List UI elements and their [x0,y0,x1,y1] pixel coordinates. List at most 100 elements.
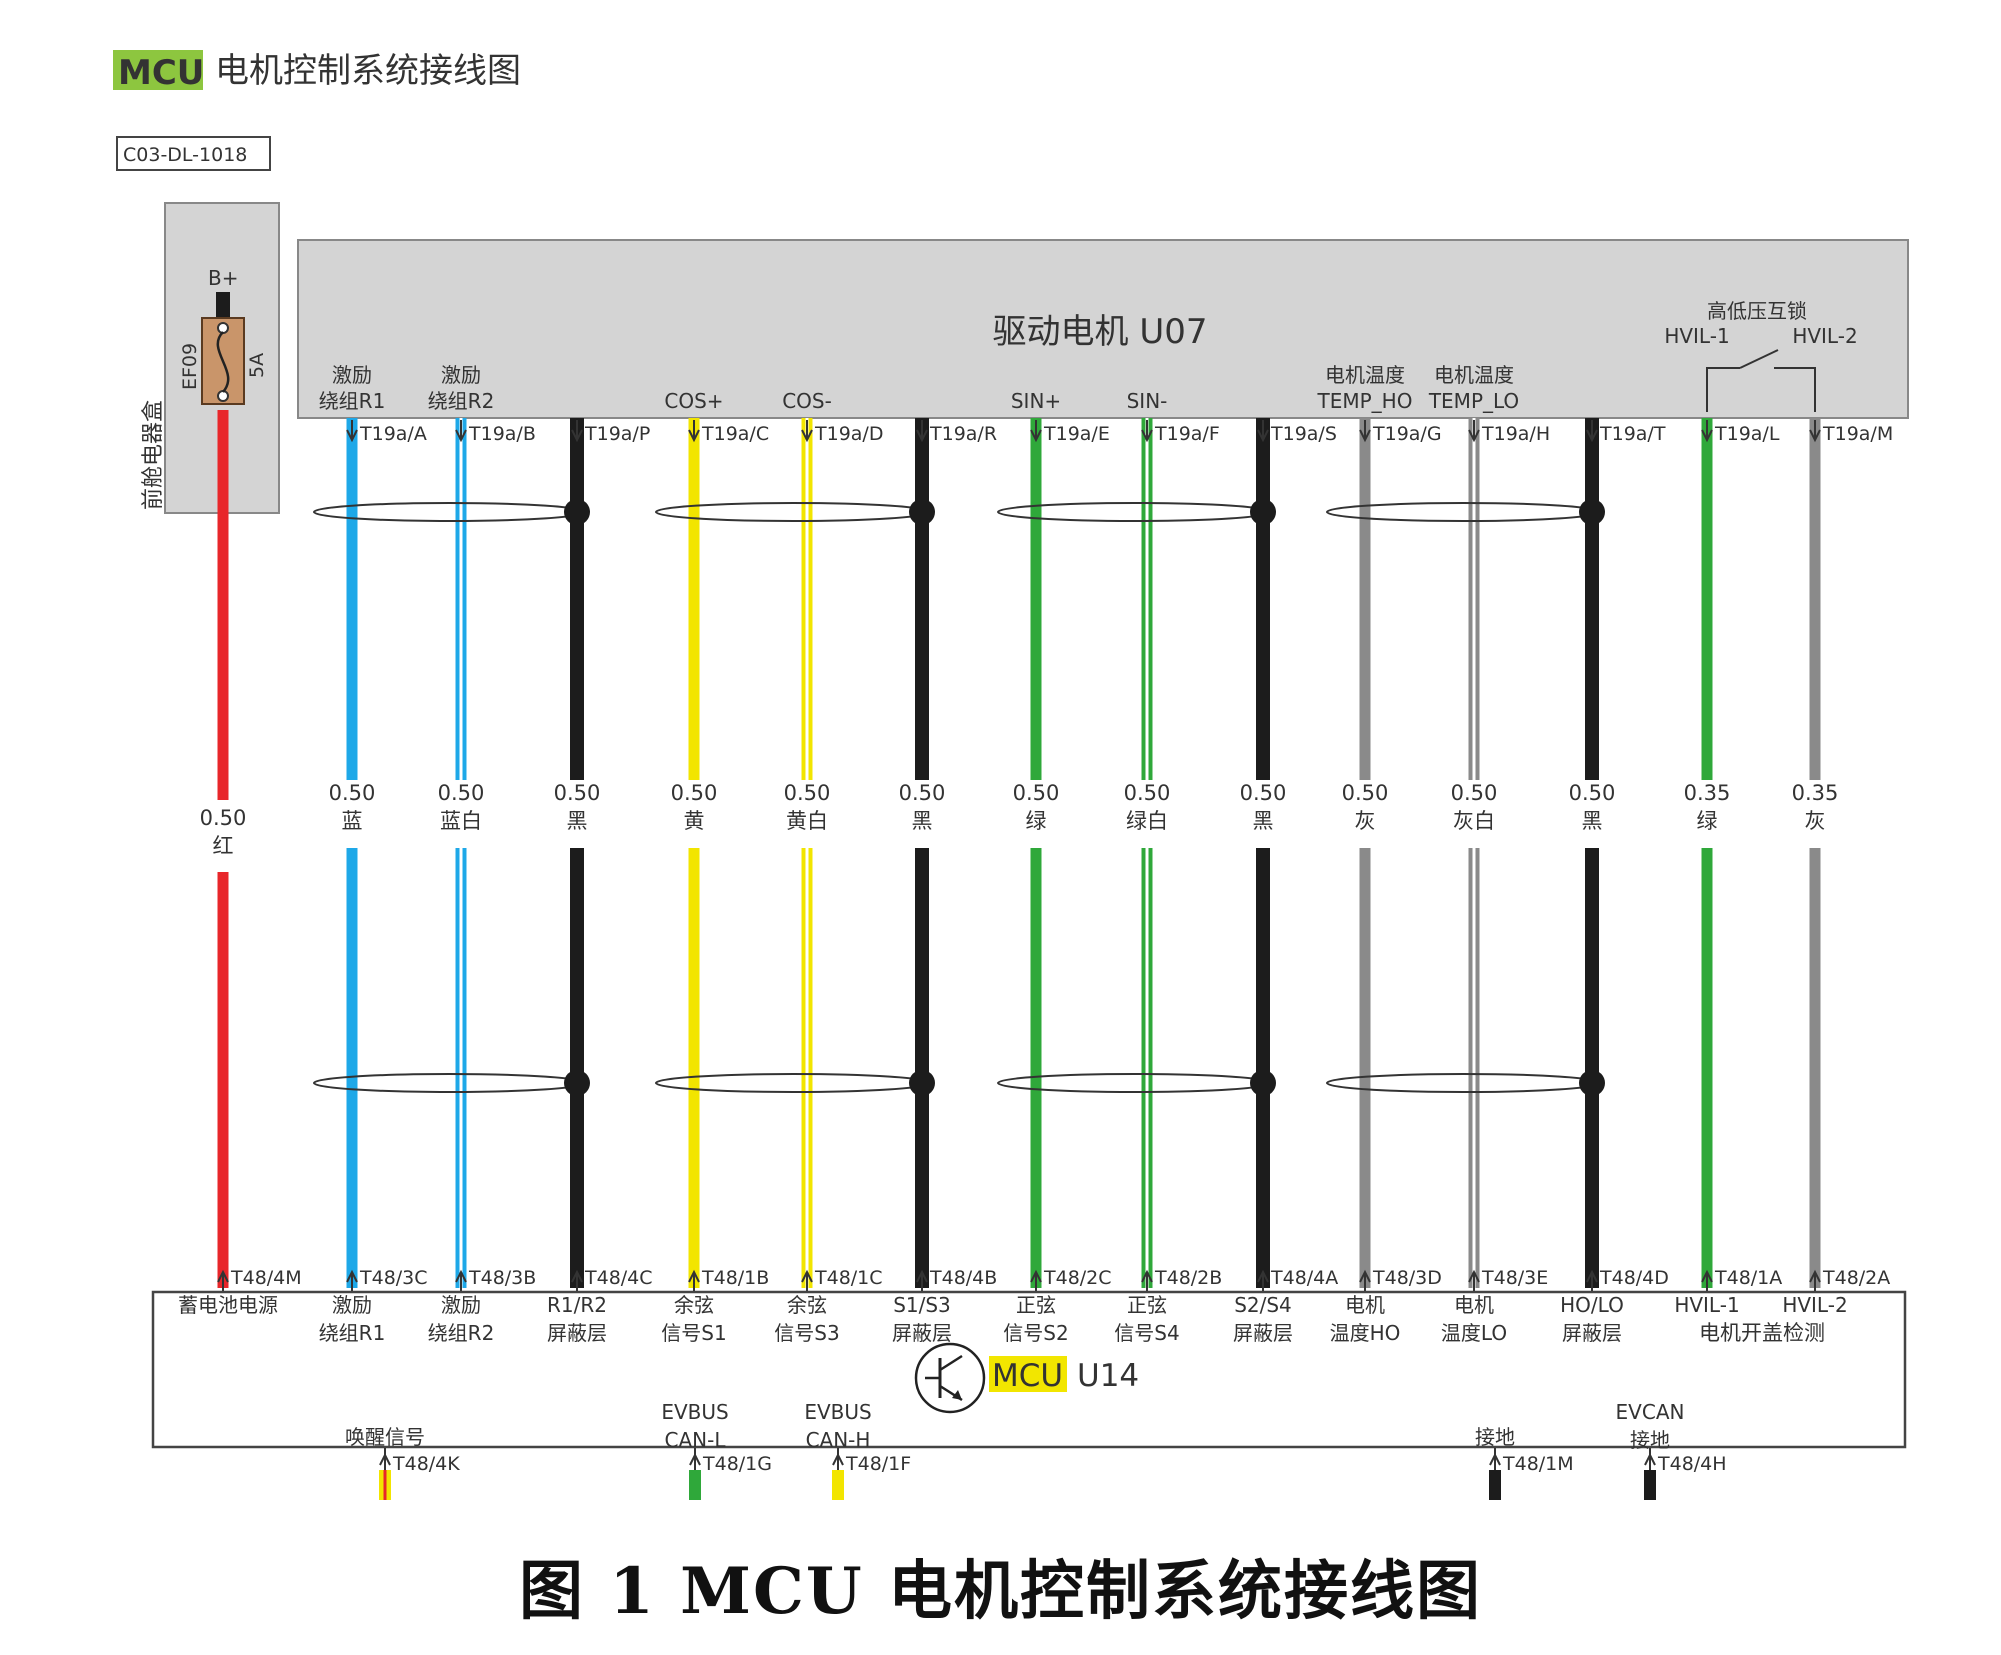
shield-node [564,499,590,525]
mcu-pin-id: T48/2B [1154,1267,1222,1289]
mcu-bottom-label: 接地 [1475,1425,1515,1449]
mcu-pin-label: 激励绕组R1 [319,1293,386,1345]
wire-size: 0.50 [200,806,247,830]
motor-pin-label: COS+ [664,389,723,413]
hvil-interlock-title: 高低压互锁 [1707,299,1807,323]
motor-pin-id: T19a/L [1714,423,1780,445]
diagram-title: 电机控制系统接线图 [215,51,521,91]
mcu-name: U14 [1077,1358,1139,1394]
mcu-pin-id: T48/2A [1822,1267,1890,1289]
wire-color-name: 红 [213,834,234,858]
mcu-pin-id: T48/2C [1043,1267,1112,1289]
mcu-pin-label: 电机温度HO [1330,1293,1401,1345]
wires: 0.50红T48/4M0.50蓝T19a/AT48/3C0.50蓝白T19a/B… [200,410,1893,1292]
wire-color-name: 黄白 [786,809,828,833]
mcu-pin-label: HVIL-1 [1674,1293,1739,1317]
motor-u07-panel [297,239,1909,419]
hvil-interlock-bridge [1706,367,1816,412]
fuse-name: EF09 [179,343,201,390]
fuse-box: B+ EF09 5A 前舱电器盒 [141,202,280,514]
motor-pin-label: 激励绕组R2 [428,363,495,413]
mcu-pin-label: HVIL-2 [1782,1293,1847,1317]
motor-pin-id: T19a/D [814,423,883,445]
motor-pin-label: 激励绕组R1 [319,363,386,413]
wire-color-name: 蓝白 [440,809,482,833]
wire-size: 0.50 [1569,781,1616,805]
motor-pin-id: T19a/G [1372,423,1442,445]
wire-size: 0.50 [329,781,376,805]
hvil-group-label: 电机开盖检测 [1699,1321,1825,1345]
mcu-pin-id: T48/3B [468,1267,536,1289]
mcu-pin-label: 蓄电池电源 [178,1293,278,1317]
mcu-bottom-label: 唤醒信号 [345,1425,425,1449]
mcu-pin-id: T48/4M [230,1267,302,1289]
motor-pin-id: T19a/M [1822,423,1893,445]
wire-size: 0.50 [1013,781,1060,805]
wire-size: 0.50 [1451,781,1498,805]
wire-color-name: 绿 [1026,809,1047,833]
mcu-pin-label: 正弦信号S2 [1003,1293,1068,1345]
mcu-bottom-pin-id: T48/1M [1502,1453,1574,1475]
mcu-pin-id: T48/1C [814,1267,883,1289]
wire-size: 0.50 [899,781,946,805]
mcu-pin-id: T48/3D [1372,1267,1442,1289]
hvil-interlock-switch [1739,349,1779,369]
mcu-bottom-pin-id: T48/1F [845,1453,911,1475]
shield-node [1579,499,1605,525]
mcu-pin-label: 余弦信号S1 [661,1293,726,1345]
mcu-pin-label: 激励绕组R2 [428,1293,495,1345]
mcu-pin-id: T48/4A [1270,1267,1338,1289]
wire-size: 0.50 [554,781,601,805]
wire-color-name: 黑 [1582,809,1603,833]
mcu-header-badge: MCU [118,53,204,93]
mcu-bottom-pin-id: T48/4H [1657,1453,1727,1475]
wire-color-name: 黑 [567,809,588,833]
wire-size: 0.35 [1684,781,1731,805]
wire-15: 0.35 灰 T19a/M T48/2A [1792,418,1893,1292]
motor-pin-id: T19a/F [1154,423,1220,445]
wire-color-name: 黑 [1253,809,1274,833]
mcu-badge-bg [989,1356,1067,1392]
wire-color-name: 黑 [912,809,933,833]
mcu-pin-id: T48/1A [1714,1267,1782,1289]
wire-color-name: 灰 [1805,809,1826,833]
mcu-bottom-4: 接地 T48/1M [1475,1425,1574,1500]
mcu-bottom-pin-id: T48/1G [702,1453,772,1475]
wire-6: 0.50 黄白 T19a/D T48/1C [784,418,883,1292]
motor-pin-id: T19a/A [359,423,427,445]
wire-8: 0.50 绿 T19a/E T48/2C [1013,418,1112,1292]
shield-node [909,1070,935,1096]
wire-color-name: 绿 [1697,809,1718,833]
motor-u07-name: 驱动电机 U07 [993,312,1208,352]
motor-pin-id: T19a/T [1599,423,1666,445]
mcu-header-badge-bg [113,50,203,90]
motor-pin-id: T19a/E [1043,423,1110,445]
mcu-pin-id: T48/1B [701,1267,769,1289]
shield-node [1250,499,1276,525]
wire-size: 0.35 [1792,781,1839,805]
ref-code-box [116,136,271,171]
shield-node [564,1070,590,1096]
wire-size: 0.50 [784,781,831,805]
figure-caption: 图 1 MCU 电机控制系统接线图 [519,1554,1482,1629]
